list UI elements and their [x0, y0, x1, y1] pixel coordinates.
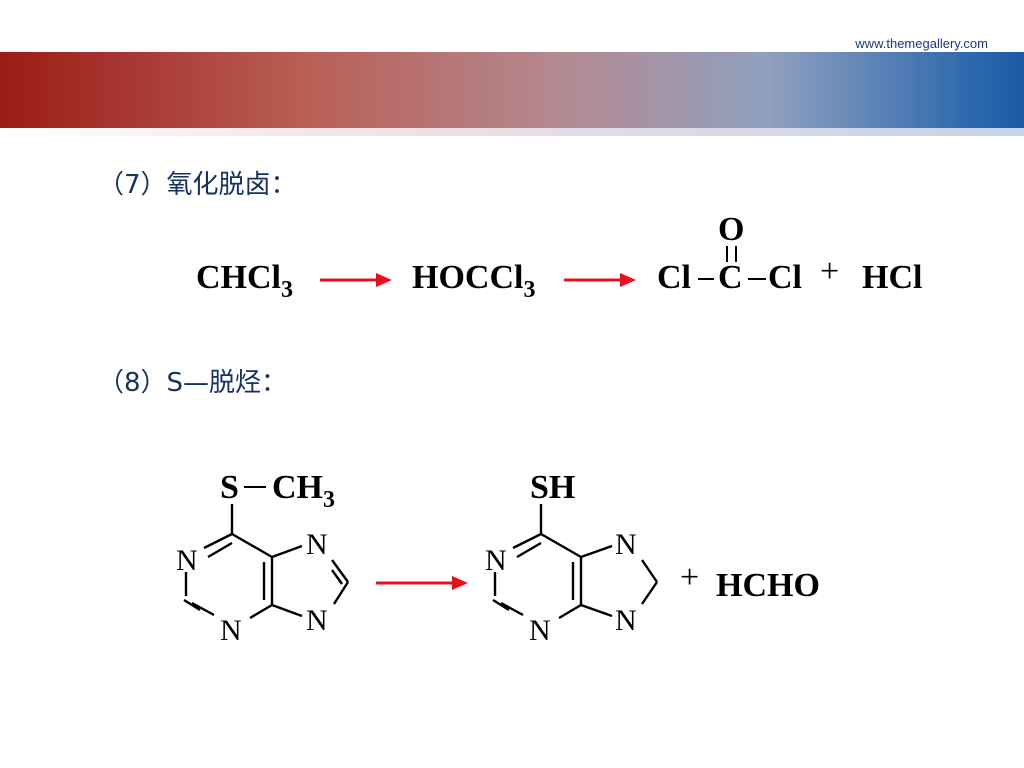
- purine-n9: N: [306, 604, 328, 637]
- plus-sign-1: +: [820, 253, 839, 290]
- section-8-heading: （8）S—脱烃：: [98, 368, 288, 398]
- product-n1: N: [485, 544, 507, 577]
- hoccl3-formula: HOCCl3: [412, 259, 535, 303]
- reaction-arrow-1: [320, 273, 392, 287]
- methylthiopurine-structure: S CH3 N N N N: [176, 469, 350, 647]
- plus-sign-2: +: [680, 559, 699, 596]
- phosgene-left-chlorine: Cl: [657, 259, 691, 296]
- product-n3: N: [529, 614, 551, 647]
- sulfur-atom: S: [220, 469, 239, 506]
- hcl-formula: HCl: [862, 259, 922, 296]
- purine-n1: N: [176, 544, 198, 577]
- header-banner: [0, 52, 1024, 128]
- reaction-arrow-2: [564, 273, 636, 287]
- reaction-arrow-3: [376, 576, 468, 590]
- website-url[interactable]: www.themegallery.com: [855, 36, 988, 51]
- section-7-heading: （7）氧化脱卤：: [98, 170, 297, 200]
- purine-n7: N: [306, 528, 328, 561]
- header-banner-edge: [0, 128, 1024, 136]
- product-n7: N: [615, 528, 637, 561]
- methyl-group: CH3: [272, 469, 335, 513]
- mercaptopurine-structure: SH N N N N: [485, 469, 658, 647]
- chcl3-formula: CHCl3: [196, 259, 293, 303]
- phosgene-oxygen: O: [718, 211, 744, 248]
- phosgene-structure: O Cl C Cl: [657, 211, 802, 296]
- product-n9: N: [615, 604, 637, 637]
- purine-n3: N: [220, 614, 242, 647]
- phosgene-right-chlorine: Cl: [768, 259, 802, 296]
- phosgene-carbon: C: [718, 259, 743, 296]
- hcho-formula: HCHO: [716, 567, 820, 604]
- thiol-group: SH: [530, 469, 575, 506]
